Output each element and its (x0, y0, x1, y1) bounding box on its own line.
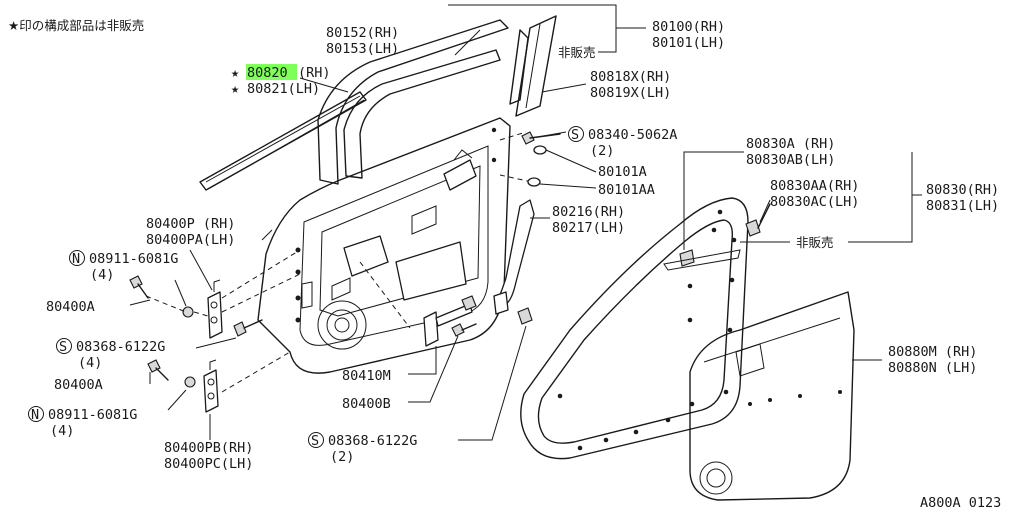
label-80152: 80152(RH) (326, 25, 399, 41)
highlight-80820 (246, 64, 297, 80)
label-80880n: 80880N (LH) (888, 360, 977, 376)
label-80831: 80831(LH) (926, 198, 999, 214)
label-80830ac: 80830AC(LH) (770, 194, 859, 210)
label-not-sold-mid: 非販売 (796, 235, 834, 250)
symbol-n-08911-upper: N (72, 251, 80, 267)
label-08368-center-qty: (2) (330, 449, 354, 465)
door-check-link (408, 295, 477, 403)
label-80101aa: 80101AA (598, 182, 655, 198)
label-80101a: 80101A (598, 164, 647, 180)
label-80821: 80821(LH) (247, 81, 320, 97)
label-08340-qty: (2) (590, 143, 614, 159)
symbol-s-08340: S (571, 127, 579, 143)
door-trim-panel (689, 291, 882, 501)
label-08911-lower: 08911-6081G (48, 407, 137, 423)
symbol-s-08368-center: S (311, 433, 319, 449)
door-shell (257, 117, 533, 374)
label-80830ab: 80830AB(LH) (746, 152, 835, 168)
symbol-s-08368-left: S (59, 339, 67, 355)
label-08368-left: 08368-6122G (76, 339, 165, 355)
label-08368-left-qty: (4) (78, 355, 102, 371)
lower-door-hinge (203, 359, 219, 440)
diagram-reference-code: A800A 0123 (920, 495, 1001, 511)
hinge-bolts (129, 249, 301, 411)
label-08911-upper: 08911-6081G (89, 251, 178, 267)
label-80400pa: 80400PA(LH) (146, 232, 235, 248)
label-80830: 80830(RH) (926, 182, 999, 198)
label-80100: 80100(RH) (652, 19, 725, 35)
door-weatherstrip (520, 151, 922, 460)
upper-door-hinge (189, 249, 223, 339)
part-labels: 80152(RH) 80153(LH) 80100(RH) 80101(LH) … (28, 19, 1001, 511)
label-80410m: 80410M (342, 368, 391, 384)
label-80400a-upper: 80400A (46, 299, 95, 315)
label-80400a-lower: 80400A (54, 377, 103, 393)
label-not-sold-top: 非販売 (558, 45, 596, 60)
label-08911-upper-qty: (4) (90, 267, 114, 283)
star-marker-2: ★ (231, 81, 239, 97)
label-80400pb: 80400PB(RH) (164, 440, 253, 456)
label-80101: 80101(LH) (652, 35, 725, 51)
left-leaders (261, 229, 273, 241)
label-80216: 80216(RH) (552, 204, 625, 220)
label-80830aa: 80830AA(RH) (770, 178, 859, 194)
service-hole-plugs (521, 131, 597, 189)
label-80400b: 80400B (342, 396, 391, 412)
label-80400p: 80400P (RH) (146, 216, 235, 232)
label-08368-center: 08368-6122G (328, 433, 417, 449)
label-80818x: 80818X(RH) (590, 69, 671, 85)
label-08340: 08340-5062A (588, 127, 677, 143)
label-80880m: 80880M (RH) (888, 344, 977, 360)
label-80217: 80217(LH) (552, 220, 625, 236)
label-80820: 80820 (247, 65, 288, 81)
star-marker-1: ★ (231, 65, 239, 81)
outer-weatherstrip (199, 77, 367, 191)
sash-bracket (458, 199, 550, 441)
glass-run-channel (515, 15, 587, 117)
label-80400pc: 80400PC(LH) (164, 456, 253, 472)
label-80153: 80153(LH) (326, 41, 399, 57)
non-sale-note: ★印の構成部品は非販売 (8, 18, 144, 33)
label-08911-lower-qty: (4) (50, 423, 74, 439)
label-80830a: 80830A (RH) (746, 136, 835, 152)
symbol-n-08911-lower: N (31, 407, 39, 423)
label-80820-side: (RH) (298, 65, 331, 81)
door-assembly-bracket (448, 4, 646, 53)
label-80819x: 80819X(LH) (590, 85, 671, 101)
